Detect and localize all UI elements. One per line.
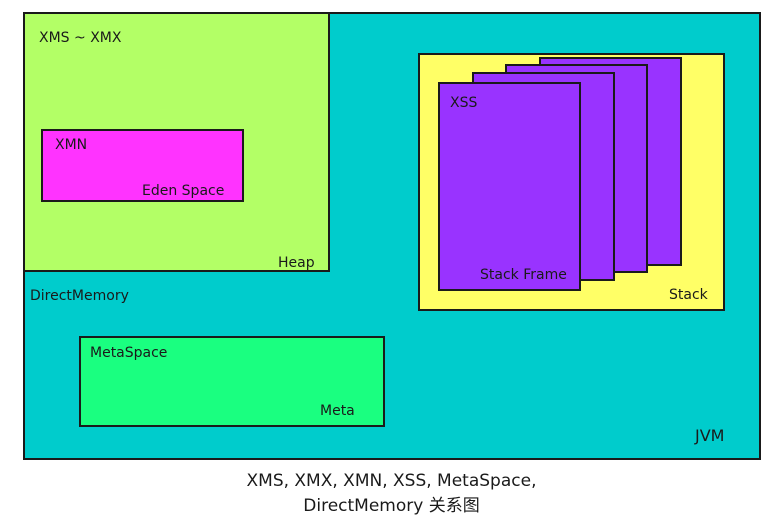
jvm-label: JVM: [695, 426, 725, 445]
heap-label: Heap: [278, 255, 315, 271]
heap-size-label: XMS ~ XMX: [39, 30, 122, 46]
eden-space-label: Eden Space: [142, 183, 225, 199]
stack-label: Stack: [669, 287, 708, 303]
caption-line-1: XMS, XMX, XMN, XSS, MetaSpace,: [246, 471, 537, 491]
eden-size-label: XMN: [55, 137, 88, 153]
stack-size-label: XSS: [450, 95, 478, 111]
stack-frame-label: Stack Frame: [480, 267, 567, 283]
metaspace-size-label: MetaSpace: [90, 345, 168, 361]
direct-memory-label: DirectMemory: [30, 288, 129, 304]
meta-label: Meta: [320, 403, 355, 419]
stack-frame-box-front: [438, 82, 581, 291]
caption-line-2: DirectMemory 关系图: [303, 496, 480, 516]
metaspace-region: [79, 336, 385, 427]
eden-space-region: [41, 129, 244, 202]
